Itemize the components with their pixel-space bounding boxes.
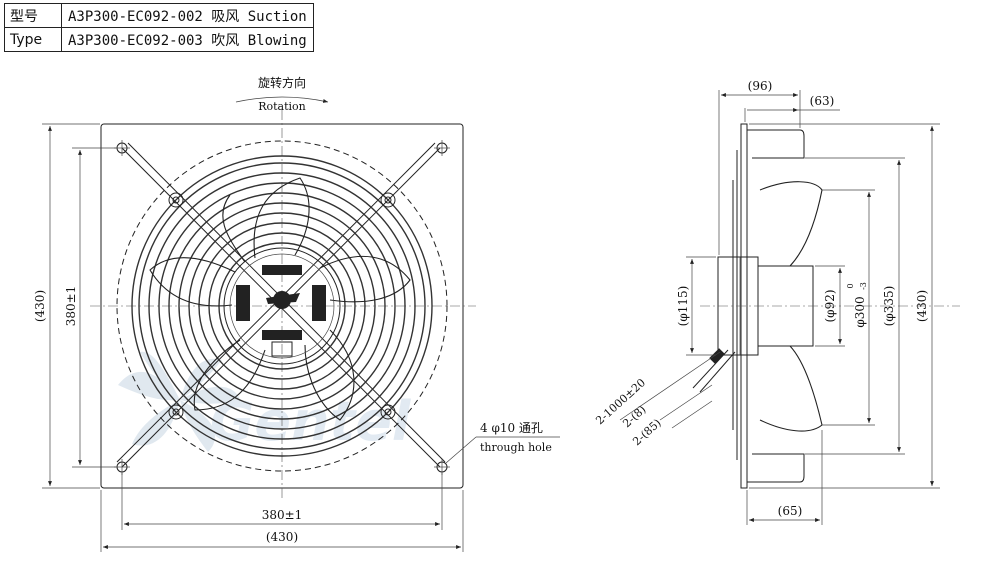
- cable-dimensions: 2-1000±20 2-(8) 2-(85): [593, 351, 721, 448]
- front-hole-spacing-v-label: 380±1: [64, 286, 78, 327]
- rotation-label-cn: 旋转方向: [258, 75, 306, 90]
- grill-mounting-nuts: [168, 192, 396, 420]
- front-dimension-height: (430): [33, 123, 100, 489]
- side-impeller-label: φ300: [853, 296, 867, 327]
- front-dimension-hole-spacing-h: 380±1: [121, 473, 443, 530]
- side-dimension-depth-total: (96): [718, 79, 801, 255]
- model-row-blowing: Type A3P300-EC092-003 吹风 Blowing: [4, 27, 314, 52]
- side-dimension-depth-blade: (63): [744, 94, 840, 122]
- side-hub-label: (φ115): [676, 286, 690, 327]
- impeller-blades: [149, 177, 411, 421]
- model-value-blowing: A3P300-EC092-003 吹风 Blowing: [61, 27, 314, 52]
- guard-grill: [131, 155, 433, 457]
- corner-mounting-holes: [114, 140, 450, 475]
- front-hole-spacing-h-label: 380±1: [262, 508, 303, 522]
- side-ring-label: (φ335): [882, 286, 896, 327]
- front-height-label: (430): [33, 290, 47, 322]
- side-dimension-inner: (φ92): [815, 265, 845, 347]
- model-row-suction: 型号 A3P300-EC092-002 吸风 Suction: [4, 3, 314, 28]
- side-dimension-ring: (φ335): [805, 157, 905, 455]
- side-impeller-tol-bot: -3: [859, 282, 868, 290]
- side-dimension-hub: (φ115): [676, 256, 716, 356]
- hole-callout: 4 φ10 通孔 through hole: [445, 421, 560, 464]
- front-width-label: (430): [266, 530, 298, 544]
- power-cable: [692, 348, 736, 393]
- side-frame-label: (430): [915, 290, 929, 322]
- model-type-table: 型号 A3P300-EC092-002 吸风 Suction Type A3P3…: [4, 3, 314, 52]
- model-label-en: Type: [4, 27, 62, 52]
- side-depth-bottom-label: (65): [778, 504, 803, 518]
- impeller-envelope-circle: [116, 140, 448, 472]
- side-view: (96) (63) (65) (φ115) (φ92): [593, 79, 960, 525]
- side-dimension-frame: (430): [749, 123, 940, 489]
- hole-note-cn: 4 φ10 通孔: [480, 421, 543, 435]
- model-value-suction: A3P300-EC092-002 吸风 Suction: [61, 3, 314, 28]
- side-depth-blade-label: (63): [810, 94, 835, 108]
- side-dimension-impeller: φ300 0 -3: [822, 189, 875, 426]
- side-blade-upper: [759, 181, 823, 267]
- front-view: 旋转方向 Rotation (430) 380±1 380±1 (430: [33, 75, 560, 552]
- side-inner-label: (φ92): [823, 289, 837, 322]
- side-impeller-tol-top: 0: [846, 283, 855, 288]
- model-label-cn: 型号: [4, 3, 62, 28]
- side-dimension-depth-bottom: (65): [746, 430, 823, 525]
- hole-note-en: through hole: [480, 441, 552, 454]
- rotation-label-en: Rotation: [258, 100, 306, 113]
- motor-hub: [223, 247, 341, 365]
- front-dimension-hole-spacing-v: 380±1: [64, 147, 116, 468]
- side-blade-lower: [759, 345, 823, 432]
- side-depth-total-label: (96): [748, 79, 773, 93]
- front-dimension-width: (430): [100, 490, 464, 552]
